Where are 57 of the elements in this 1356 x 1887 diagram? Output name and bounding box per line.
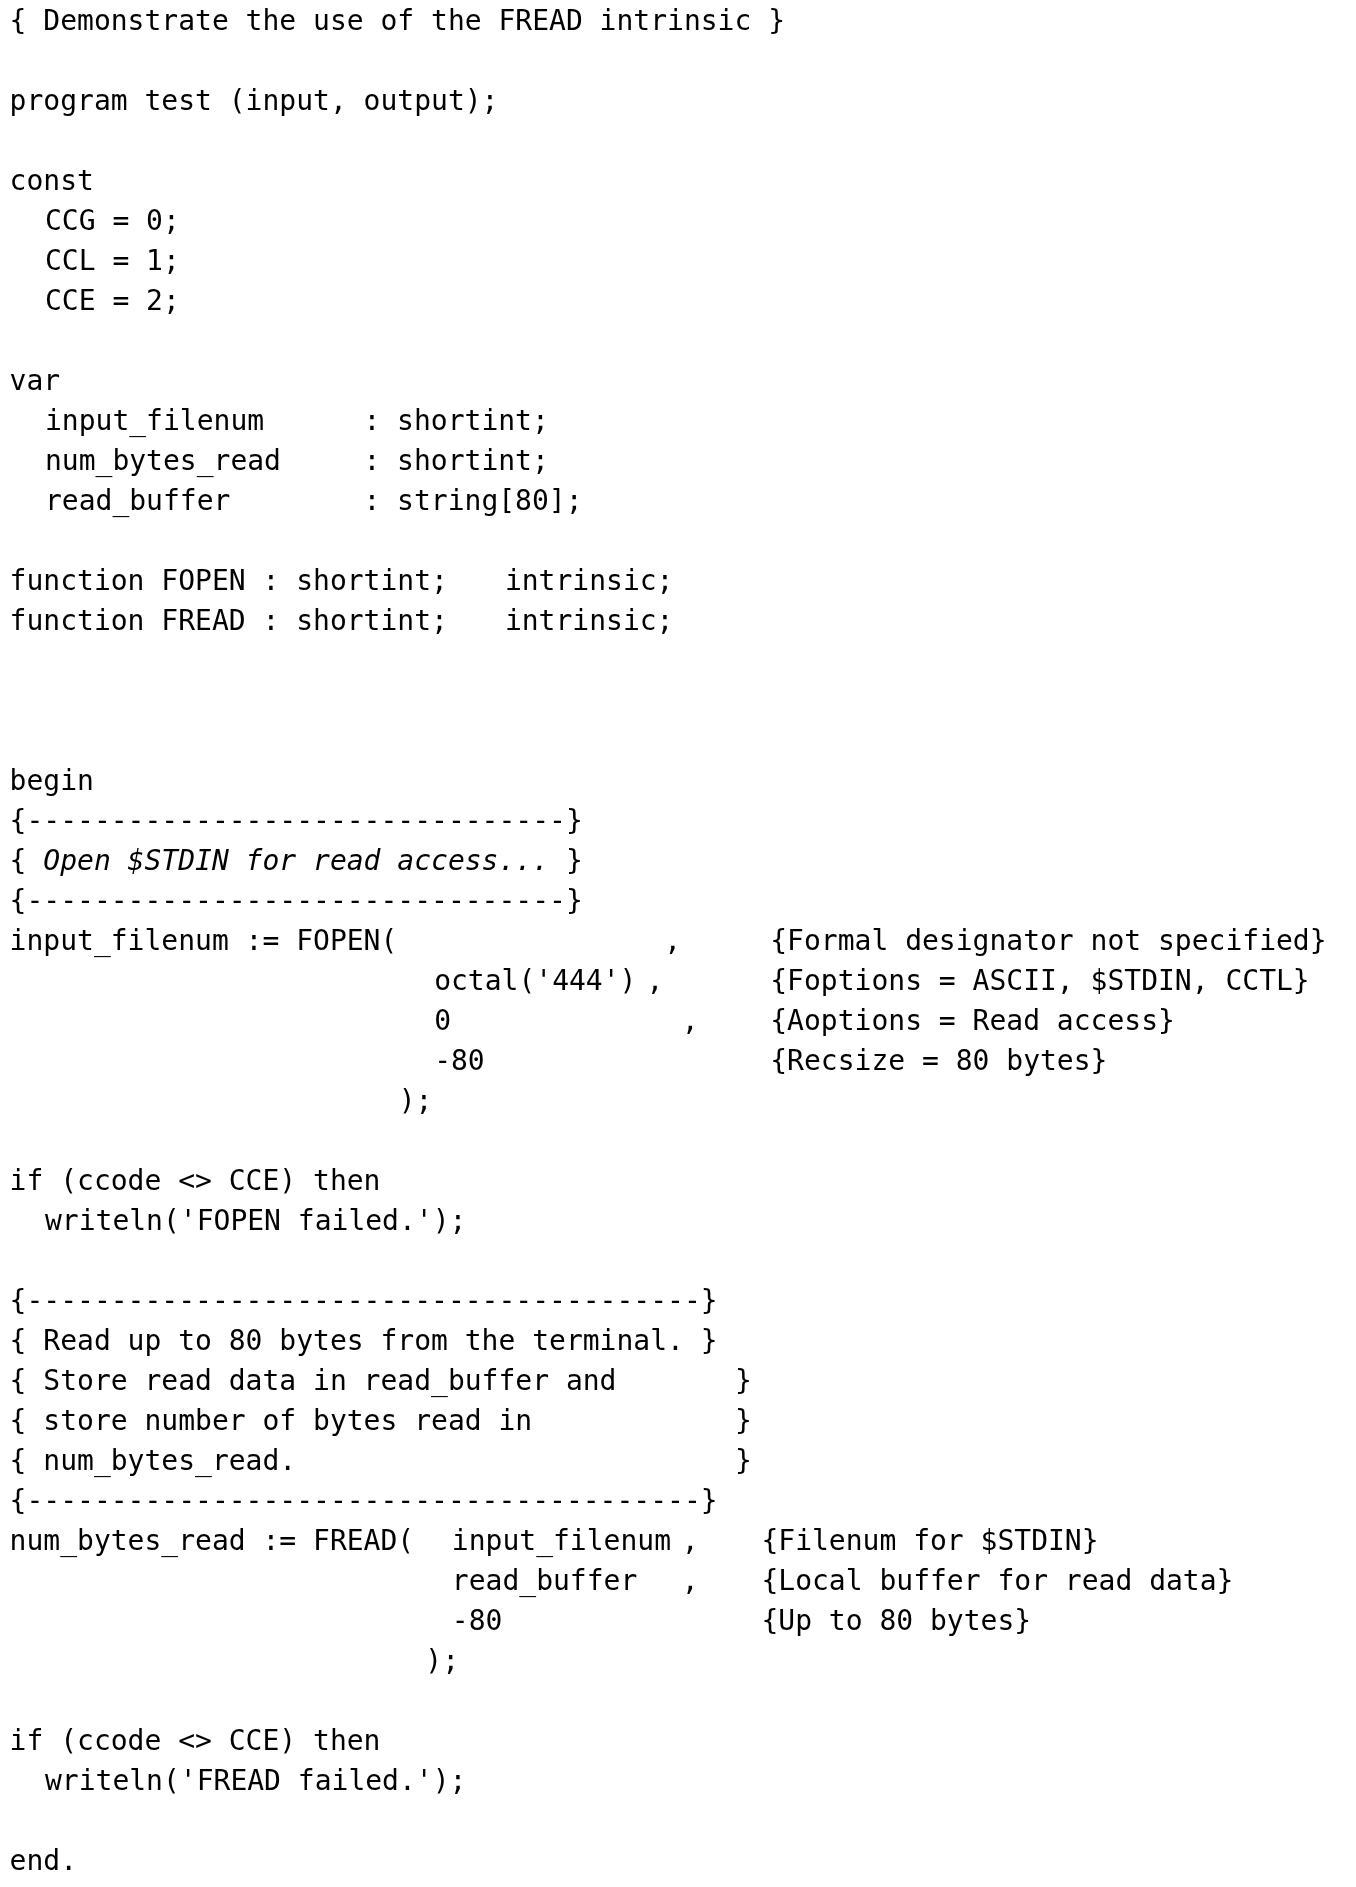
code-text: { store number of bytes read in bbox=[9, 1403, 533, 1439]
code-text: , bbox=[646, 963, 664, 999]
code-text: , bbox=[681, 1523, 699, 1559]
code-text: 0 bbox=[434, 1003, 451, 1039]
code-text: if (ccode <> CCE) then bbox=[9, 1163, 381, 1199]
code-text: : shortint; bbox=[363, 443, 549, 479]
code-text: begin bbox=[9, 763, 94, 799]
code-text: : shortint; bbox=[363, 403, 549, 439]
code-text: ); bbox=[398, 1083, 433, 1119]
code-text: ); bbox=[425, 1643, 460, 1679]
code-text: const bbox=[9, 163, 94, 199]
code-text: writeln('FOPEN failed.'); bbox=[44, 1203, 467, 1239]
code-text: num_bytes_read := FREAD( bbox=[9, 1523, 415, 1559]
code-text: function FREAD : shortint; bbox=[9, 603, 448, 639]
code-text: num_bytes_read bbox=[44, 443, 281, 479]
code-text: {Filenum for $STDIN} bbox=[761, 1523, 1099, 1559]
code-text: { num_bytes_read. bbox=[9, 1443, 297, 1479]
code-text: {Recsize = 80 bytes} bbox=[770, 1043, 1108, 1079]
code-text: read_buffer bbox=[44, 483, 231, 519]
code-text: writeln('FREAD failed.'); bbox=[44, 1763, 467, 1799]
code-text: intrinsic; bbox=[504, 603, 674, 639]
code-text: { Demonstrate the use of the FREAD intrinsic } bbox=[9, 3, 786, 39]
code-text: intrinsic; bbox=[504, 563, 674, 599]
code-text: {--------------------------------} bbox=[9, 883, 583, 919]
code-text: CCE = 2; bbox=[44, 283, 180, 319]
code-text: {Aoptions = Read access} bbox=[770, 1003, 1175, 1039]
code-text: {----------------------------------------} bbox=[9, 1283, 718, 1319]
code-text: {----------------------------------------} bbox=[9, 1483, 718, 1519]
code-text: CCL = 1; bbox=[44, 243, 180, 279]
code-text: read_buffer bbox=[451, 1563, 638, 1599]
code-text: } bbox=[734, 1403, 752, 1439]
code-text: if (ccode <> CCE) then bbox=[9, 1723, 381, 1759]
code-text: input_filenum bbox=[44, 403, 265, 439]
code-text: , bbox=[681, 1003, 699, 1039]
code-text: var bbox=[9, 363, 61, 399]
code-text: { Read up to 80 bytes from the terminal. } bbox=[9, 1323, 718, 1359]
code-text: , bbox=[681, 1563, 699, 1599]
code-text: : string[80]; bbox=[363, 483, 583, 519]
code-text: octal('444') bbox=[434, 963, 637, 999]
code-text: CCG = 0; bbox=[44, 203, 180, 239]
code-text: } bbox=[734, 1363, 752, 1399]
code-text: } bbox=[734, 1443, 752, 1479]
code-text: -80 bbox=[434, 1043, 485, 1079]
code-text: {Formal designator not specified} bbox=[770, 923, 1327, 959]
code-text: input_filenum bbox=[451, 1523, 671, 1559]
code-text: end. bbox=[9, 1843, 78, 1879]
code-text: , bbox=[664, 923, 681, 959]
code-text: -80 bbox=[451, 1603, 503, 1639]
code-text: program test (input, output); bbox=[9, 83, 499, 119]
code-text: function FOPEN : shortint; bbox=[9, 563, 448, 599]
code-text: {Up to 80 bytes} bbox=[761, 1603, 1032, 1639]
code-text: {Foptions = ASCII, $STDIN, CCTL} bbox=[770, 963, 1310, 999]
code-text: {Local buffer for read data} bbox=[761, 1563, 1234, 1599]
code-text: input_filenum := FOPEN( bbox=[9, 923, 398, 959]
code-text: {--------------------------------} bbox=[9, 803, 583, 839]
code-text: { Store read data in read_buffer and bbox=[9, 1363, 617, 1399]
code-text: { Open $STDIN for read access... } bbox=[9, 843, 583, 879]
